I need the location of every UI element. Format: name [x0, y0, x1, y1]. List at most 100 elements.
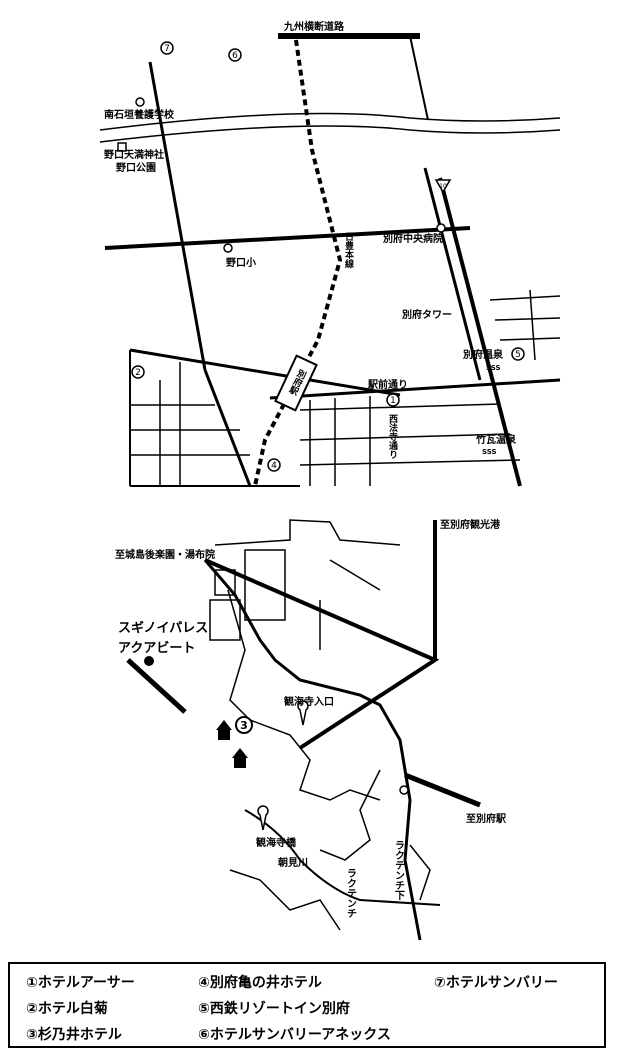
upper-marker-nums: 7 6 2 1 4 5 10 [135, 44, 521, 471]
marker-num: 3 [240, 719, 248, 732]
kankaiji-icon [257, 805, 269, 831]
label-park: 野口公園 [116, 162, 156, 174]
grid-line [494, 317, 561, 321]
road-nw-diagonal-south [203, 369, 252, 487]
marker-num: 5 [515, 350, 521, 360]
legend-num: ① [26, 975, 38, 991]
hospital-icon [436, 223, 446, 233]
label-street-ekimae: 駅前通り [367, 378, 408, 391]
onsen-mark: SSS [482, 448, 497, 456]
legend-num: ⑥ [198, 1027, 210, 1043]
route-shield-icon [434, 179, 452, 194]
building-block [244, 549, 286, 621]
legend-item-5: ⑤西鉄リゾートイン別府 [198, 998, 350, 1018]
grid-line [489, 295, 561, 301]
legend-item-2: ②ホテル白菊 [26, 998, 108, 1018]
district-outline [214, 519, 401, 546]
legend-item-7: ⑦ホテルサンバリー [434, 972, 558, 992]
kankaiji-entrance-icon [297, 700, 309, 726]
legend-name: ホテルサンバリー [445, 975, 558, 991]
district-outline [319, 769, 381, 861]
legend-num: ⑦ [434, 975, 446, 991]
label-railway: 日豊本線 [343, 232, 354, 269]
grid-line [499, 337, 561, 341]
block-line [329, 559, 381, 591]
label-aquabeat: アクアビート [118, 640, 195, 656]
onsen-mark: SSS [486, 364, 501, 372]
station-box [274, 354, 318, 412]
label-kankaiji-entrance: 観海寺入口 [284, 695, 334, 708]
river-line-north [99, 112, 561, 131]
expressway-branch [409, 35, 429, 121]
road-main [203, 559, 422, 941]
hotel-marker-6 [228, 48, 242, 62]
hotel-marker-7 [160, 41, 174, 55]
label-school-minamiishigaki: 南石垣養護学校 [104, 108, 175, 121]
upper-markers [117, 41, 525, 472]
lower-markers: 3 [144, 656, 409, 831]
hotel-marker-2 [131, 365, 145, 379]
legend-item-4: ④別府亀の井ホテル [198, 972, 322, 992]
grid-line [299, 403, 501, 411]
label-to-port: 至別府観光港 [440, 518, 501, 531]
river-path [244, 809, 441, 906]
marker-num: 4 [271, 461, 277, 471]
label-to-station: 至別府駅 [466, 812, 507, 825]
hotel-marker-1 [386, 393, 400, 407]
hotel-marker-5 [511, 347, 525, 361]
road-nw-diagonal [148, 61, 207, 371]
suginoi-palace-icon [144, 656, 154, 666]
legend-box: ①ホテルアーサー ②ホテル白菊 ③杉乃井ホテル ④別府亀の井ホテル ⑤西鉄リゾー… [8, 962, 606, 1048]
label-river: 朝見川 [278, 856, 308, 869]
river-line-south [99, 125, 561, 143]
building-block [214, 569, 236, 596]
road-to-station [404, 772, 481, 808]
legend-num: ③ [26, 1027, 38, 1043]
road-east-diagonal [423, 167, 482, 381]
legend-name: ホテル白菊 [37, 1001, 108, 1017]
label-suginoi-palace: スギノイパレス [118, 620, 208, 636]
label-raku-tenchi: ラクテンチ [345, 868, 357, 918]
school-icon [223, 243, 233, 253]
grid-line [299, 459, 521, 466]
label-expressway: 九州横断道路 [283, 20, 345, 33]
upper-labels: 九州横断道路 南石垣養護学校 野口天満神社 野口公園 野口小 別府中央病院 別府… [104, 20, 517, 459]
label-street-nishihoumon: 西法寺通り [387, 414, 398, 459]
legend-name: 杉乃井ホテル [37, 1027, 122, 1043]
legend-item-1: ①ホテルアーサー [26, 972, 135, 992]
legend-name: 西鉄リゾートイン別府 [209, 1001, 350, 1017]
label-onsen-beppu: 別府温泉 [462, 348, 504, 361]
hotel-house-icon [232, 748, 248, 768]
shrine-icon [117, 142, 127, 152]
label-school-noguchi: 野口小 [226, 256, 256, 269]
lower-map [126, 519, 481, 941]
hotel-marker-3 [235, 716, 253, 734]
marker-num: 6 [232, 51, 238, 61]
grid-line [529, 289, 536, 361]
legend-name: ホテルサンバリーアネックス [209, 1027, 391, 1043]
legend-num: ⑤ [198, 1001, 210, 1017]
label-tower: 別府タワー [401, 308, 452, 321]
marker-num: 7 [164, 44, 170, 54]
road-mid-diagonal [129, 348, 401, 397]
legend-name: 別府亀の井ホテル [209, 975, 322, 991]
label-to-shiroshima: 至城島後楽園・湯布院 [115, 548, 215, 561]
legend-num: ② [26, 1001, 38, 1017]
river-path [229, 869, 341, 931]
river-path [409, 844, 431, 901]
label-shrine: 野口天満神社 [104, 148, 164, 161]
map-canvas: 7 6 2 1 4 5 10 九州横断道路 南石垣養護学校 野口天満神社 野口公… [99, 20, 561, 941]
legend-num: ④ [198, 975, 210, 991]
label-onsen-takegawara: 竹瓦温泉 [475, 433, 517, 446]
road-west [126, 658, 187, 714]
railway-line [253, 39, 343, 487]
building-block [209, 599, 241, 641]
school-icon [135, 97, 145, 107]
hotel-marker-4 [267, 458, 281, 472]
road-ekimae [269, 378, 561, 400]
route-number: 10 [439, 183, 447, 190]
hotel-house-icon [216, 720, 232, 740]
label-hospital: 別府中央病院 [382, 232, 443, 245]
signal-icon [399, 785, 409, 795]
marker-num: 2 [135, 368, 141, 378]
